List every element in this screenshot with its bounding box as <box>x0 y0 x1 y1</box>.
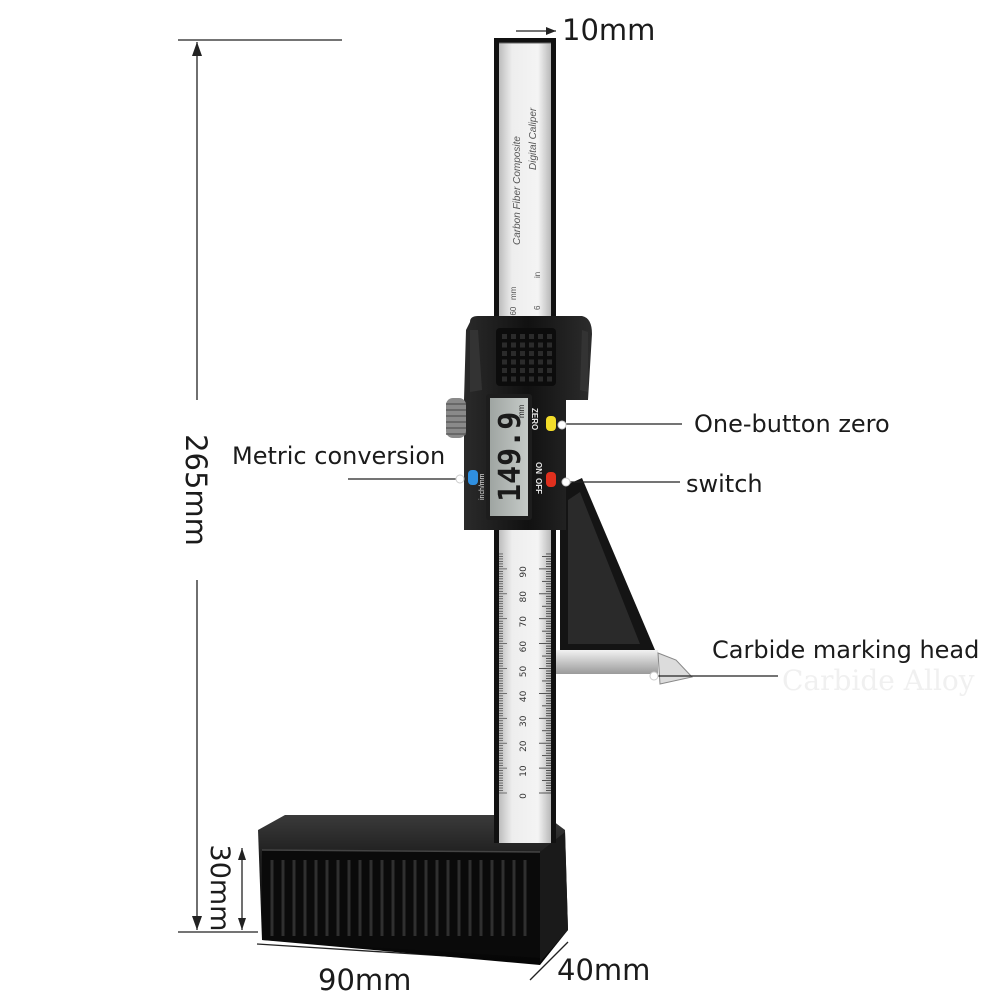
zero-button-label: ZERO <box>530 408 539 430</box>
grip-dot <box>502 351 507 356</box>
grip-dot <box>502 368 507 373</box>
zero-callout-dot <box>557 420 567 430</box>
readout-head: 149.9 mm ZERO ON OFF inch/mm <box>446 316 592 530</box>
grip-dot <box>511 351 516 356</box>
grip-dot <box>538 368 543 373</box>
power-button[interactable] <box>546 472 556 487</box>
base-depth-label: 40mm <box>557 953 650 987</box>
on-button-label: ON <box>534 462 543 474</box>
head-callout-dot <box>649 671 659 681</box>
grip-dot <box>538 376 543 382</box>
switch-callout-label: switch <box>686 470 763 498</box>
grip-dot <box>547 376 552 382</box>
grip-dot <box>520 351 525 356</box>
scale-label: 30 <box>519 715 529 727</box>
grip-dot <box>529 368 534 373</box>
grip-dot <box>538 334 543 339</box>
carbide-tip <box>657 652 693 685</box>
grip-dot <box>529 342 534 348</box>
grip-dot <box>502 342 507 348</box>
arrow-right-icon <box>546 27 556 35</box>
grip-dot <box>547 368 552 373</box>
scale-label: 40 <box>519 690 529 702</box>
base-height-label: 30mm <box>204 845 235 932</box>
caliper-base <box>258 815 568 965</box>
inch-button-label: inch/mm <box>479 473 486 500</box>
base-grip-ribs <box>270 860 527 936</box>
grip-dot <box>511 368 516 373</box>
grip-dot <box>511 334 516 339</box>
scale-label: 80 <box>519 591 529 603</box>
inch-mm-button[interactable] <box>468 470 478 485</box>
beam-scale-in: 6 <box>533 305 542 310</box>
grip-dot <box>511 342 516 348</box>
grip-dot <box>511 376 516 382</box>
grip-dot <box>502 334 507 339</box>
grip-dot <box>547 342 552 348</box>
beam-text-composite: Carbon Fiber Composite <box>512 136 523 245</box>
grip-dot <box>520 368 525 373</box>
grip-dot <box>538 351 543 356</box>
grip-dot <box>520 376 525 382</box>
scale-label: 90 <box>519 566 529 578</box>
scale-label: 10 <box>519 765 529 777</box>
grip-dot <box>547 351 552 356</box>
total-height-label: 265mm <box>179 434 213 546</box>
metric-callout-label: Metric conversion <box>232 442 445 470</box>
grip-dot <box>520 359 525 365</box>
scale-label: 60 <box>519 641 529 653</box>
ghost-text: Carbide Alloy <box>782 664 975 697</box>
grip-dot <box>529 334 534 339</box>
scale-label: 20 <box>519 740 529 752</box>
grip-dot <box>520 334 525 339</box>
grip-dot <box>502 376 507 382</box>
grip-dot <box>520 342 525 348</box>
beam-unit-in: in <box>533 272 542 278</box>
head-callout-label: Carbide marking head <box>712 636 979 664</box>
beam-text-caliper: Digital Caliper <box>528 107 539 170</box>
scale-label: 70 <box>519 616 529 628</box>
grip-dot <box>538 359 543 365</box>
grip-dot <box>529 359 534 365</box>
beam-unit-mm: mm <box>509 286 518 300</box>
zero-callout-label: One-button zero <box>694 410 890 438</box>
beam-scale: 0 10 20 30 40 50 60 70 80 90 <box>499 553 551 799</box>
arrow-down-icon <box>192 916 202 930</box>
arrow-up-icon <box>192 42 202 56</box>
switch-callout-dot <box>561 477 571 487</box>
off-button-label: OFF <box>534 478 543 494</box>
grip-dot <box>502 359 507 365</box>
arrow-up-small-icon <box>238 848 246 860</box>
lcd-unit: mm <box>517 404 526 418</box>
beam-scale-top: 160 <box>509 306 518 320</box>
grip-dot <box>529 351 534 356</box>
arrow-down-small-icon <box>238 918 246 930</box>
marking-arm <box>556 478 693 685</box>
base-width-label: 90mm <box>318 963 411 997</box>
marking-head-bar <box>556 650 658 674</box>
thumb-grip-texture <box>502 334 552 382</box>
zero-button[interactable] <box>546 416 556 431</box>
callout-lines <box>348 423 778 677</box>
grip-dot <box>547 334 552 339</box>
scale-label: 0 <box>519 793 529 799</box>
lcd-display <box>490 398 528 516</box>
grip-dot <box>538 342 543 348</box>
lcd-reading: 149.9 <box>493 412 528 502</box>
grip-dot <box>547 359 552 365</box>
scale-label: 50 <box>519 666 529 678</box>
grip-dot <box>511 359 516 365</box>
base-depth-line <box>529 941 569 981</box>
callout-dots <box>455 420 659 681</box>
metric-callout-dot <box>455 474 465 484</box>
top-width-label: 10mm <box>562 13 655 47</box>
grip-dot <box>529 376 534 382</box>
